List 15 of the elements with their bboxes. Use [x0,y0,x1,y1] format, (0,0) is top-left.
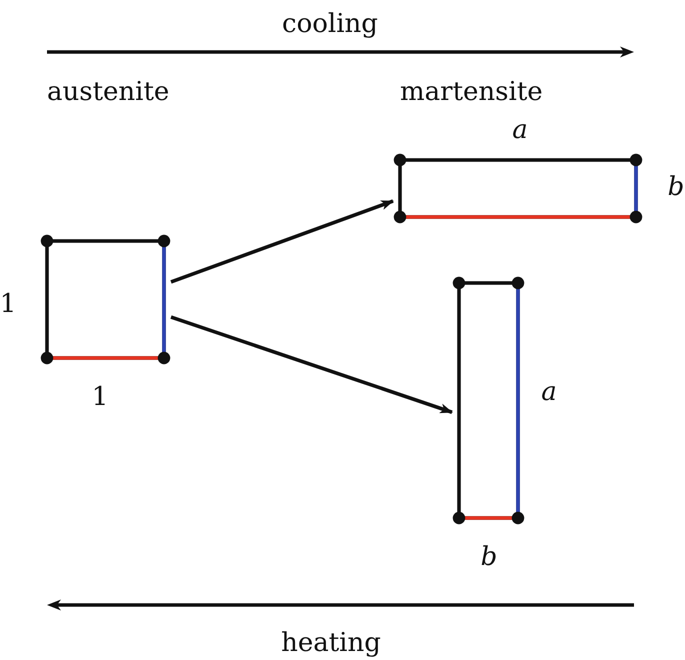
arrow-label: heating [281,630,381,656]
dimension-label: 1 [0,291,16,317]
dimension-label: b [668,174,684,200]
dimension-label: a [512,117,528,143]
tall-rectangle-cell [452,276,525,525]
square-cell [40,234,171,365]
wide-rectangle-cell [393,153,643,224]
arrow [170,315,453,414]
dimension-label: 1 [92,384,108,410]
dimension-label: b [480,544,498,570]
dimension-label: a [541,379,557,405]
arrow [170,199,394,284]
phase-label: austenite [47,79,170,105]
phase-label: martensite [400,79,543,105]
arrow-label: cooling [282,11,378,37]
